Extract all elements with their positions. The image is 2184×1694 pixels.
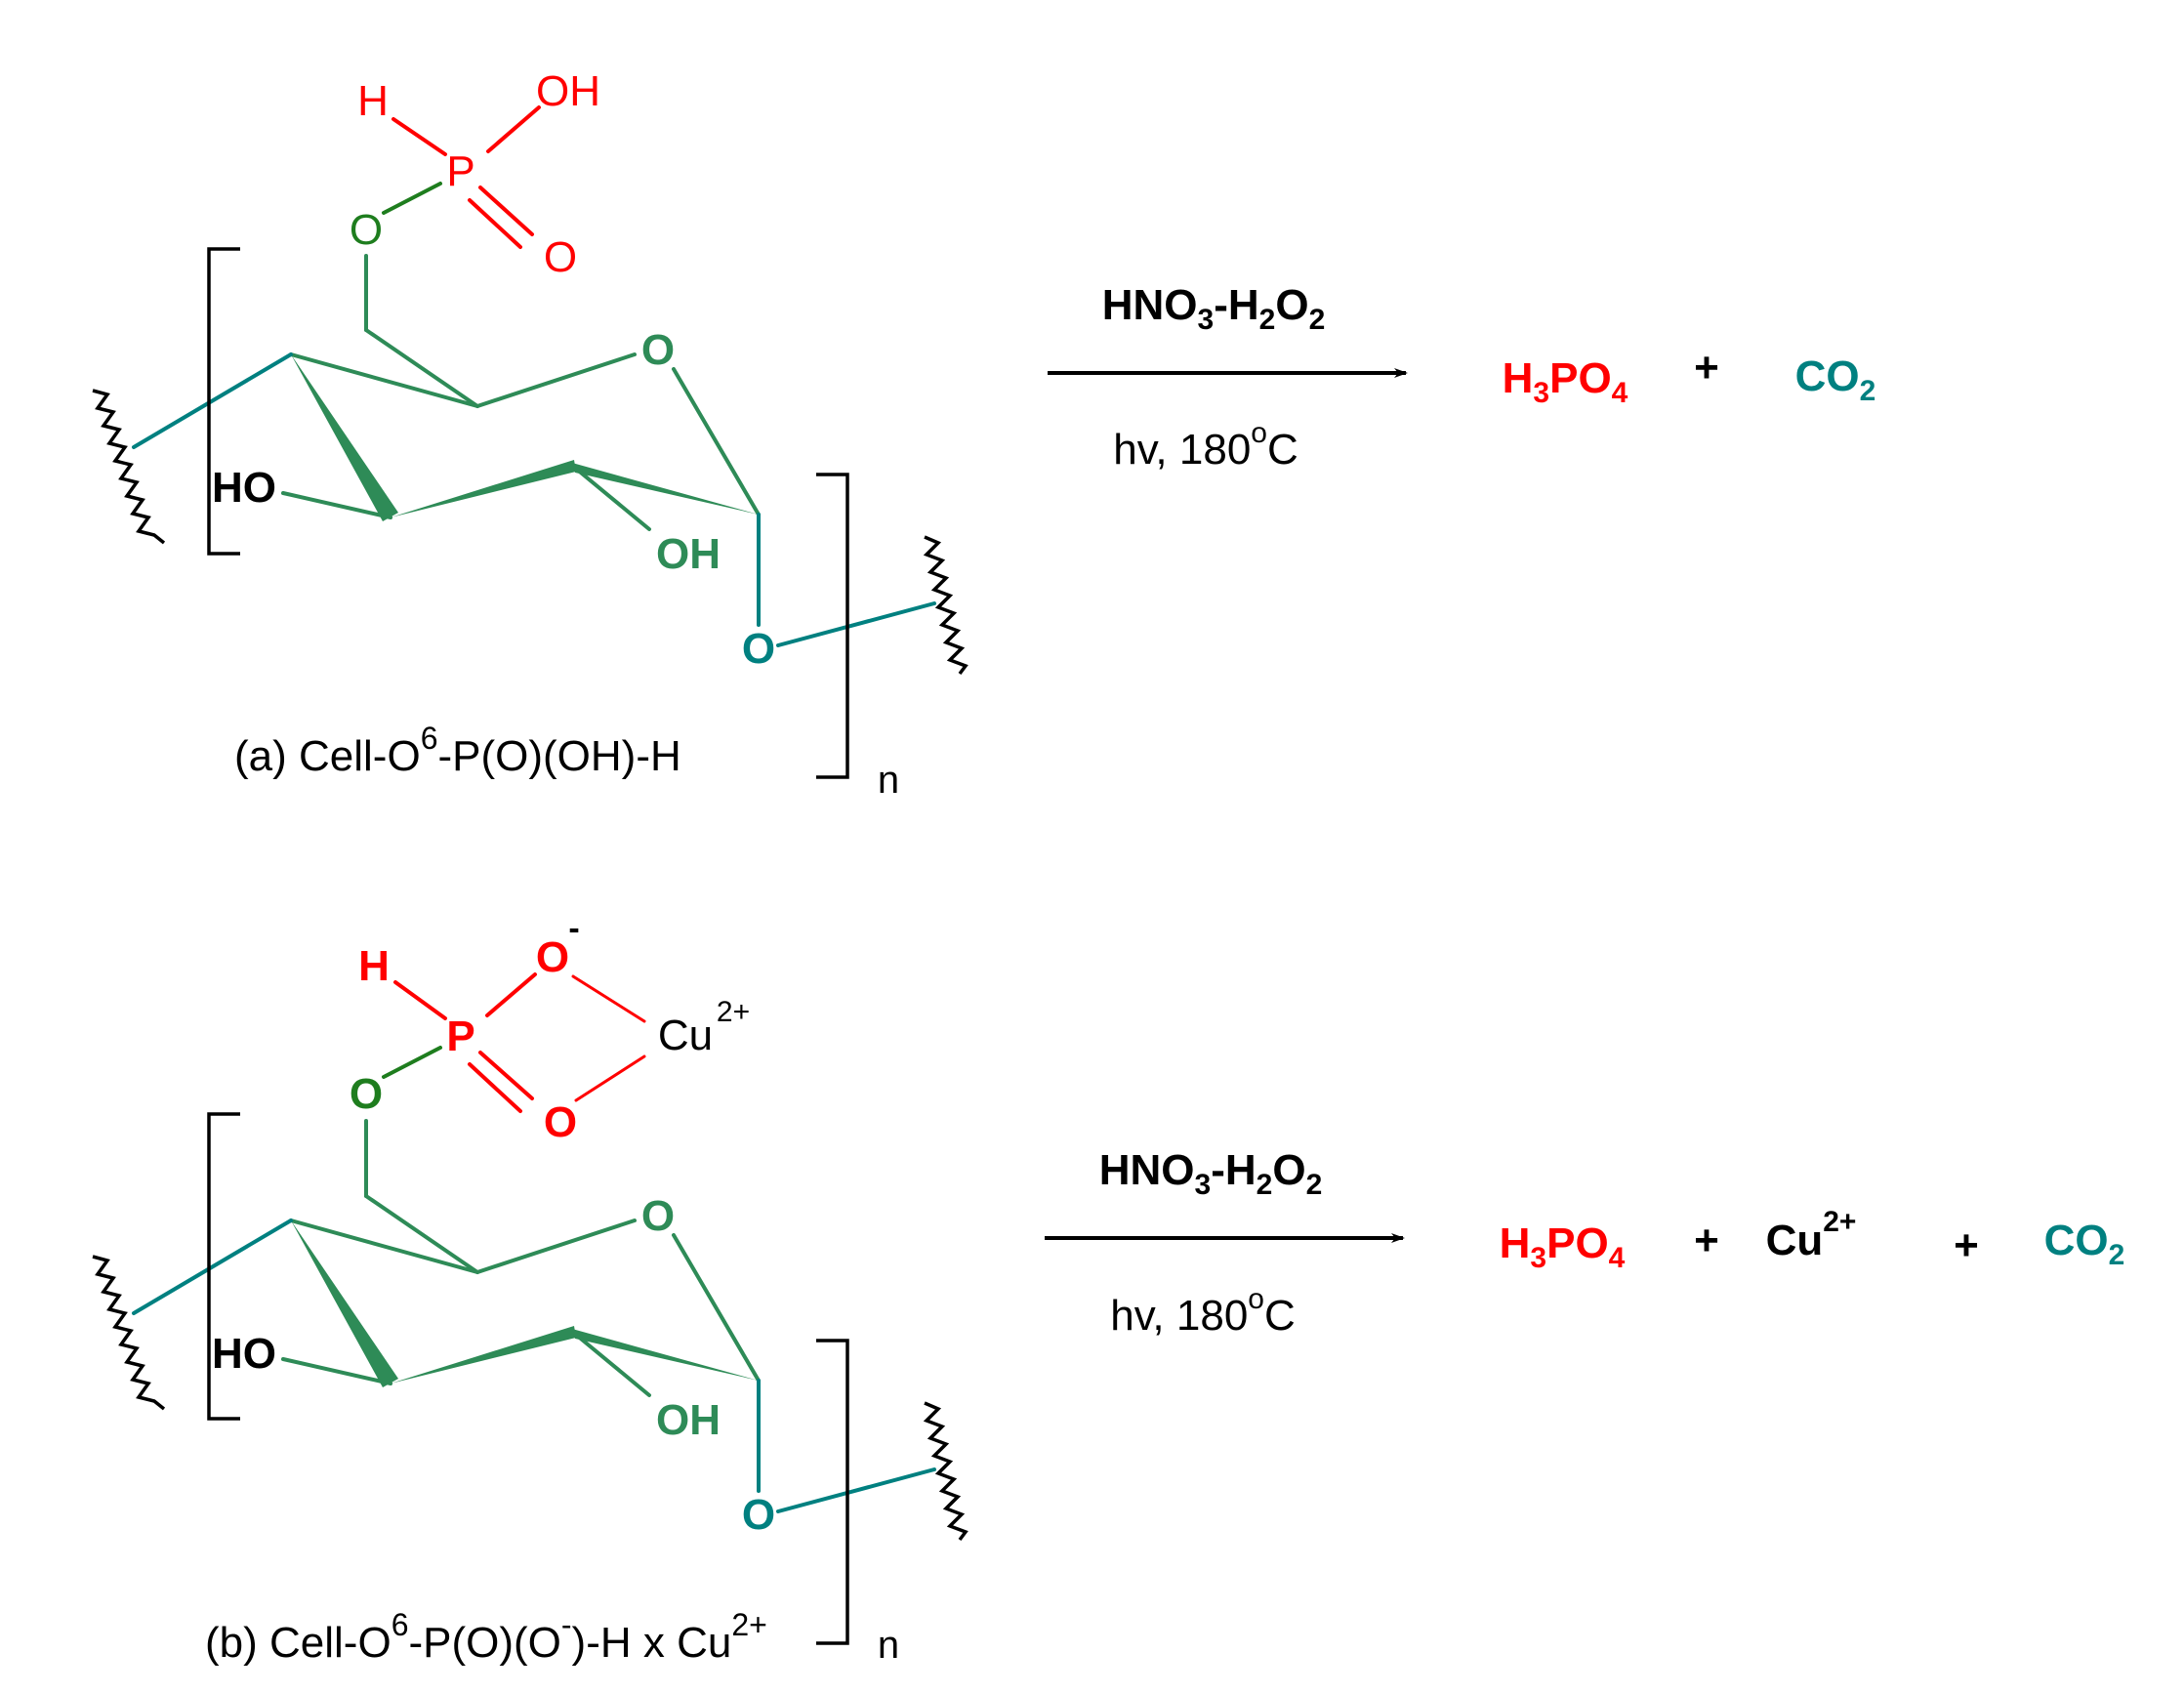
atom-o-double: O xyxy=(544,233,577,281)
product-co2: CO2 xyxy=(1795,352,1876,407)
wavy-bond-left xyxy=(92,1255,166,1411)
atom-oh-ring: OH xyxy=(656,1396,721,1444)
bracket-right xyxy=(816,473,849,779)
bond-p-o-minus xyxy=(485,972,537,1017)
wavy-bond-right xyxy=(923,1401,968,1542)
repeat-n: n xyxy=(878,759,899,802)
bond-o-minus-cu xyxy=(571,974,646,1023)
wavy-bond-right xyxy=(923,535,968,676)
atom-o6: O xyxy=(350,1070,383,1118)
bond-chain-left xyxy=(132,352,293,449)
bond-chain-right xyxy=(776,1467,936,1513)
atom-cu: Cu xyxy=(658,1012,713,1059)
bond-c3-ho xyxy=(281,1357,392,1385)
bond-c6-c5 xyxy=(364,328,479,408)
bond-chain-right xyxy=(776,601,936,647)
atom-p: P xyxy=(446,147,474,195)
plus-sign-2: + xyxy=(1954,1221,1979,1269)
bond-h-p xyxy=(391,117,447,156)
bond-c2-oh xyxy=(574,1333,651,1397)
bond-c3-ho xyxy=(281,491,392,519)
plus-sign: + xyxy=(1694,344,1719,392)
plus-sign-1: + xyxy=(1694,1217,1719,1264)
atom-ring-o: O xyxy=(641,1192,675,1240)
bond-p-o-double-1 xyxy=(478,186,534,236)
product-h3po4: H3PO4 xyxy=(1500,1219,1626,1274)
reagent: HNO3-H2O2 xyxy=(1099,1146,1323,1201)
atom-cu-charge: 2+ xyxy=(717,996,750,1028)
bond-c5-ring-o xyxy=(475,1219,637,1274)
bond-h-p xyxy=(393,980,447,1020)
atom-oh-ring: OH xyxy=(656,530,721,578)
bond-c5-ring-o xyxy=(475,352,637,408)
wedge-c4-c3 xyxy=(291,354,398,521)
bracket-left xyxy=(207,247,240,556)
caption: (a) Cell-O6-P(O)(OH)-H xyxy=(234,721,681,780)
panel-b: H O - P O O Cu 2+ O HO OH O n (b) Cell-O… xyxy=(92,910,2125,1667)
repeat-n: n xyxy=(878,1624,899,1667)
atom-glyco-o: O xyxy=(742,1491,775,1539)
wedge-c2-c1 xyxy=(572,463,759,515)
wavy-bond-left xyxy=(92,389,166,545)
condition: hv, 180oC xyxy=(1110,1283,1296,1340)
product-h3po4: H3PO4 xyxy=(1503,354,1628,409)
wedge-c3-c2 xyxy=(391,1326,576,1384)
bond-c4-c5 xyxy=(289,352,479,408)
bracket-right xyxy=(816,1339,849,1645)
wedge-c4-c3 xyxy=(291,1220,398,1387)
atom-h: H xyxy=(357,77,389,125)
bond-p-oh xyxy=(486,105,541,153)
atom-ho: HO xyxy=(212,1330,276,1378)
bond-o-double-cu xyxy=(574,1054,646,1102)
bond-p-o-double-2 xyxy=(468,1062,522,1113)
bond-c6-c5 xyxy=(364,1194,479,1274)
bond-c4-c5 xyxy=(289,1219,479,1274)
reagent: HNO3-H2O2 xyxy=(1102,281,1326,336)
atom-ring-o: O xyxy=(641,326,675,374)
atom-ho: HO xyxy=(212,464,276,512)
bond-chain-left xyxy=(132,1219,293,1315)
bond-p-o-double-1 xyxy=(478,1051,534,1100)
product-cu: Cu2+ xyxy=(1766,1206,1857,1264)
atom-o-minus-charge: - xyxy=(568,910,579,947)
panel-a: H OH P O O O HO OH O n (a) Cell-O6-P(O)(… xyxy=(92,67,1876,802)
wedge-c2-c1 xyxy=(572,1329,759,1381)
atom-o-minus: O xyxy=(536,933,569,981)
bond-p-o-double-2 xyxy=(468,198,522,249)
atom-p: P xyxy=(446,1012,474,1060)
atom-oh-top: OH xyxy=(536,67,600,115)
condition: hv, 180oC xyxy=(1113,417,1298,474)
atom-o6: O xyxy=(350,206,383,254)
caption: (b) Cell-O6-P(O)(O-)-H x Cu2+ xyxy=(205,1607,767,1667)
atom-h: H xyxy=(358,942,390,990)
product-co2: CO2 xyxy=(2044,1217,2125,1271)
bracket-left xyxy=(207,1112,240,1421)
bond-o6-p xyxy=(382,182,442,215)
wedge-c3-c2 xyxy=(391,460,576,517)
bond-c2-oh xyxy=(574,467,651,531)
bond-ring-o-c1 xyxy=(672,1233,761,1383)
bond-ring-o-c1 xyxy=(672,367,761,516)
bond-o6-p xyxy=(382,1046,442,1079)
atom-o-double: O xyxy=(544,1098,577,1146)
atom-glyco-o: O xyxy=(742,625,775,673)
